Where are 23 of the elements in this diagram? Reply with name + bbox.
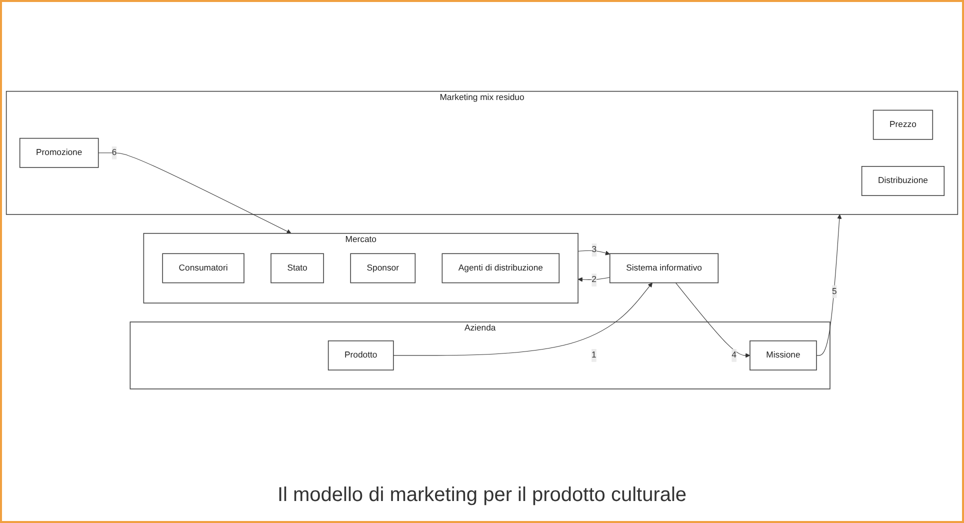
node-box: Prodotto [328,340,394,370]
edge-label: 2 [592,275,596,284]
edge-label: 6 [112,148,117,158]
arrow [675,282,750,358]
arrow [98,152,292,234]
edge-label: 3 [592,245,597,254]
node-box: Missione [750,340,817,370]
node-box: Distribuzione [861,166,945,196]
arrow [816,214,842,356]
caption: Il modello di marketing per il prodotto culturale [277,484,687,507]
node-box: Agenti di distribuzione [442,253,560,284]
arrow [578,250,610,256]
node-box: Sistema informativo [609,253,719,284]
edge-label: 5 [832,286,837,296]
node-box: Prezzo [872,110,934,140]
arrow [578,277,610,282]
node-box: Stato [270,253,324,284]
edge-label: 4 [732,350,736,360]
node-box: Sponsor [350,253,416,284]
arrow [393,282,653,356]
edge-label: 1 [592,350,596,360]
node-box: Consumatori [162,253,244,284]
node-box: Promozione [19,138,99,168]
